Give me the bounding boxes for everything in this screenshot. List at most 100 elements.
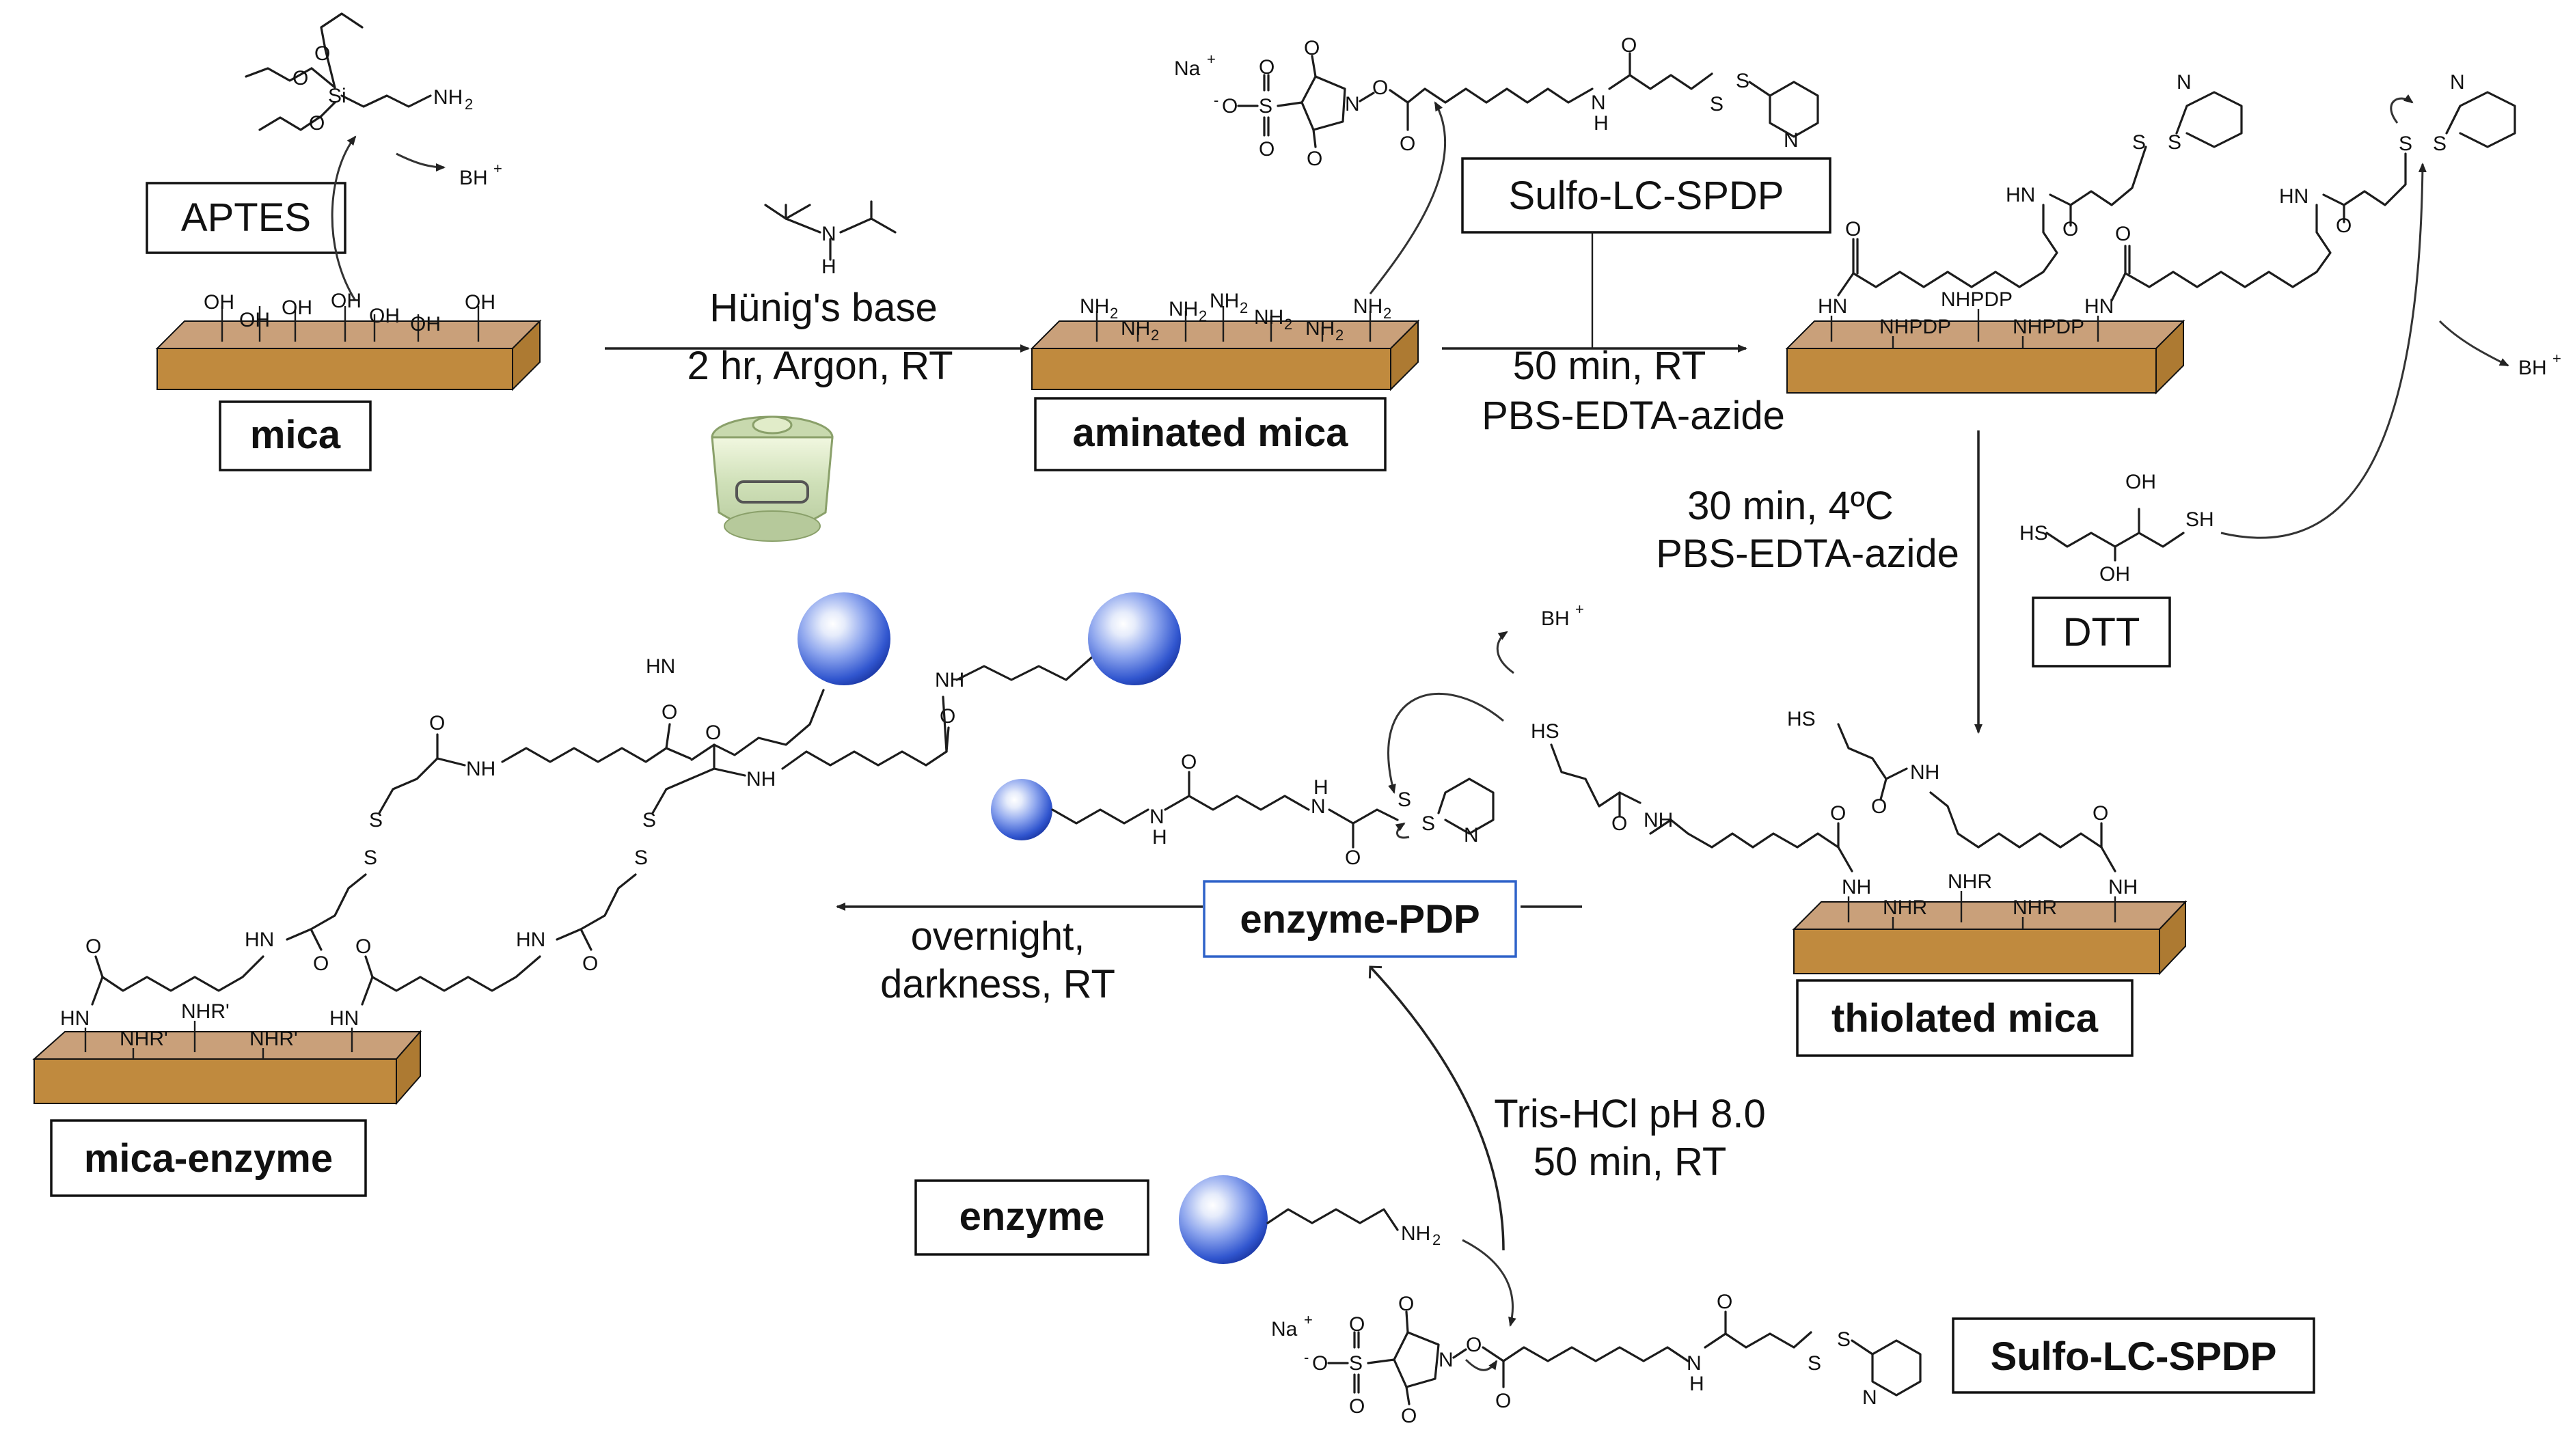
svg-text:O: O [1222, 95, 1238, 118]
svg-text:S: S [1808, 1352, 1821, 1375]
svg-text:NH: NH [1401, 1222, 1430, 1245]
step2-condition-b: PBS-EDTA-azide [1482, 394, 1785, 438]
mica-text: mica [250, 413, 341, 457]
svg-text:BH: BH [459, 167, 488, 189]
svg-text:H: H [821, 256, 836, 278]
svg-text:NHR: NHR [2013, 896, 2057, 919]
svg-text:NH: NH [1644, 809, 1673, 832]
svg-text:NHR': NHR' [249, 1028, 298, 1050]
svg-text:HS: HS [2019, 522, 2048, 545]
aptes-structure: O O O Si NH 2 [245, 12, 473, 135]
svg-text:OH: OH [2125, 471, 2156, 493]
svg-text:NH: NH [1353, 295, 1382, 318]
curved-arrow [1395, 822, 1410, 839]
svg-text:O: O [1345, 847, 1361, 869]
enzyme-bead-icon [1088, 592, 1181, 685]
svg-text:NHR: NHR [1883, 896, 1927, 919]
svg-text:O: O [2115, 223, 2131, 245]
svg-text:O: O [940, 705, 955, 728]
enzyme-bead-icon [991, 779, 1052, 840]
svg-text:+: + [1207, 51, 1216, 68]
svg-text:NH: NH [1210, 290, 1239, 312]
svg-text:O: O [1372, 77, 1388, 99]
svg-text:N: N [1149, 806, 1164, 828]
pdp-chain-left: O HN O S S N [1837, 71, 2243, 297]
dtt-label: DTT [2032, 596, 2171, 668]
svg-text:H: H [1313, 776, 1329, 799]
svg-text:N: N [1439, 1349, 1454, 1371]
svg-text:O: O [1401, 1405, 1417, 1427]
enzyme-bead-icon [1179, 1175, 1268, 1264]
thiolated-chain-right: O NH O HS [1787, 708, 2116, 873]
svg-text:NH: NH [1305, 317, 1335, 340]
svg-text:O: O [355, 935, 371, 958]
svg-text:HS: HS [1531, 720, 1559, 743]
mica-enzyme-label: mica-enzyme [50, 1119, 367, 1197]
svg-text:O: O [1398, 1293, 1414, 1315]
svg-text:NH: NH [1080, 295, 1109, 318]
svg-text:+: + [1575, 601, 1584, 618]
enzyme-amine-structure: NH 2 [1179, 1175, 1441, 1264]
svg-text:O: O [1349, 1395, 1365, 1418]
svg-text:-: - [1214, 92, 1218, 109]
svg-text:HN: HN [2279, 185, 2308, 208]
svg-text:S: S [2433, 133, 2447, 155]
step1-condition-a: Hünig's base [709, 286, 938, 330]
svg-text:O: O [313, 952, 329, 975]
enzyme-pdp-label: enzyme-PDP [1203, 880, 1517, 958]
svg-text:Na: Na [1174, 57, 1201, 80]
svg-text:2: 2 [1284, 316, 1292, 333]
svg-text:NH: NH [935, 669, 964, 691]
dtt-text: DTT [2063, 610, 2140, 655]
svg-text:OH: OH [204, 291, 234, 314]
svg-text:N: N [1464, 824, 1479, 847]
mica-enzyme-groups: HN NHR' NHR' NHR' HN [60, 1000, 359, 1059]
sulfo-lc-spdp-structure-top: Na + - O S O O O O N O O N H O S S N [1174, 34, 1819, 170]
svg-text:BH: BH [1541, 607, 1570, 630]
svg-text:H: H [1689, 1373, 1704, 1395]
atom-o: O [309, 112, 325, 135]
svg-text:O: O [1845, 218, 1861, 241]
step4-condition-a: overnight, [911, 914, 1085, 959]
step1-condition-b: 2 hr, Argon, RT [687, 344, 953, 388]
svg-text:O: O [1621, 34, 1637, 57]
thiolated-mica-text: thiolated mica [1831, 996, 2099, 1041]
svg-text:NHR': NHR' [181, 1000, 230, 1023]
svg-text:2: 2 [1383, 305, 1391, 322]
svg-text:O: O [85, 935, 101, 958]
curved-arrow [1462, 1239, 1516, 1327]
svg-text:O: O [1312, 1352, 1328, 1375]
svg-text:N: N [1345, 93, 1360, 115]
svg-text:OH: OH [239, 309, 270, 331]
pdp-chain-right: O HN O S S N [2110, 71, 2516, 302]
svg-text:2: 2 [1335, 327, 1344, 344]
svg-text:2: 2 [1199, 307, 1207, 325]
pdp-mica-slab [1785, 319, 2185, 395]
enzyme-bead-icon [798, 592, 890, 685]
svg-text:OH: OH [465, 291, 495, 314]
curved-arrow [1387, 692, 1504, 794]
svg-text:S: S [1259, 95, 1272, 118]
svg-text:O: O [662, 701, 677, 724]
aminated-mica-text: aminated mica [1073, 411, 1349, 455]
svg-text:O: O [1304, 37, 1320, 59]
enzyme-pdp-structure: N H O N H O S S N [991, 751, 1495, 869]
curved-arrow [1496, 631, 1514, 674]
svg-text:HN: HN [646, 655, 675, 678]
svg-text:2: 2 [1110, 305, 1118, 322]
svg-text:BH: BH [2518, 357, 2547, 379]
mica-enzyme-chain-right: O HN O S S O NH O NH [355, 592, 1181, 1006]
svg-text:NH: NH [746, 768, 776, 791]
curved-arrow [1464, 1358, 1498, 1371]
mica-enzyme-text: mica-enzyme [84, 1136, 333, 1181]
curved-arrow [396, 152, 446, 171]
svg-text:O: O [1611, 812, 1627, 835]
svg-text:O: O [1495, 1390, 1511, 1412]
step5-condition-b: 50 min, RT [1534, 1140, 1727, 1184]
svg-text:Na: Na [1271, 1318, 1298, 1341]
svg-text:NH: NH [1842, 876, 1871, 898]
svg-text:HN: HN [245, 929, 274, 951]
svg-text:O: O [1717, 1291, 1732, 1313]
atom-subscript: 2 [465, 96, 473, 113]
svg-text:N: N [1311, 795, 1326, 818]
